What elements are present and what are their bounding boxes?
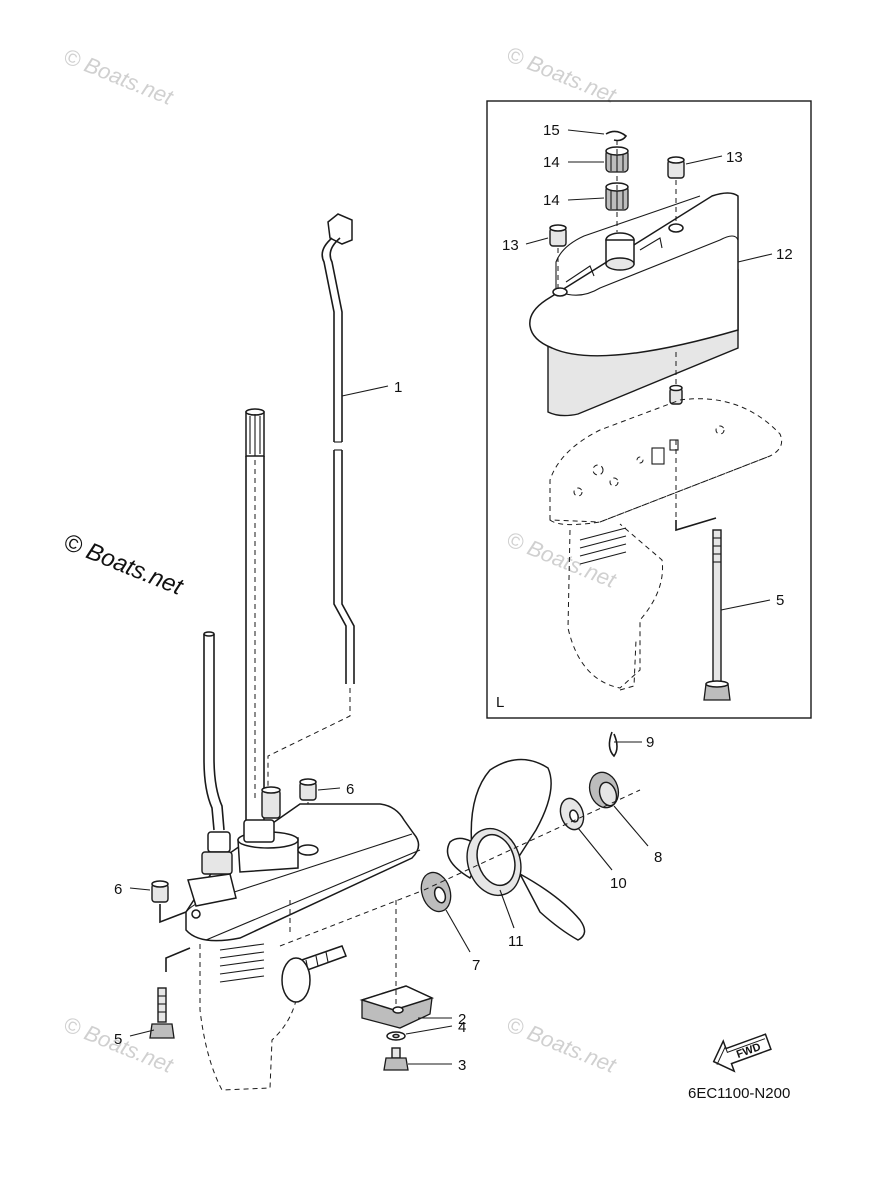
callout-8: 8 bbox=[654, 849, 662, 866]
watermark-center-left: © Boats.net bbox=[60, 529, 188, 602]
callout-7: 7 bbox=[472, 957, 480, 974]
watermark-middle-right: © Boats.net bbox=[503, 526, 620, 593]
callout-1: 1 bbox=[394, 379, 402, 396]
water-tube bbox=[203, 631, 225, 831]
callout-5-long-bolt: 5 bbox=[776, 592, 784, 609]
inset-frame bbox=[486, 100, 812, 719]
washer-10 bbox=[559, 797, 585, 831]
callout-9: 9 bbox=[646, 734, 654, 751]
bolt-5-small bbox=[149, 947, 191, 1039]
collar-below-plate bbox=[669, 384, 683, 405]
callout-14-lower: 14 bbox=[543, 192, 560, 209]
watermark-top-right: © Boats.net bbox=[503, 41, 620, 108]
callout-10: 10 bbox=[610, 875, 627, 892]
casing-ribs bbox=[219, 943, 265, 983]
fwd-arrow-icon: FWD bbox=[712, 1033, 772, 1073]
callout-4: 4 bbox=[458, 1019, 466, 1036]
collar-13-left bbox=[549, 224, 567, 247]
collar-13-right bbox=[667, 156, 685, 179]
diagram-code: 6EC1100-N200 bbox=[688, 1085, 790, 1102]
callout-numbers: 1 2 3 4 5 5 6 6 7 8 9 10 11 12 13 13 14 … bbox=[114, 122, 793, 1074]
callout-15: 15 bbox=[543, 122, 560, 139]
callout-13-left: 13 bbox=[502, 237, 519, 254]
anti-cavitation-plate-12 bbox=[529, 192, 739, 417]
watermark-top-left: © Boats.net bbox=[60, 43, 177, 110]
callout-2: 2 bbox=[458, 1011, 466, 1028]
long-bolt-5 bbox=[703, 529, 731, 701]
collar-6-left bbox=[151, 880, 187, 924]
propeller-shaft bbox=[279, 889, 425, 1003]
drive-shaft bbox=[245, 408, 265, 820]
anode-2 bbox=[359, 900, 435, 1029]
callout-5-small-bolt: 5 bbox=[114, 1031, 122, 1048]
prop-nut-8 bbox=[588, 771, 620, 809]
lower-casing-ghost-inset bbox=[549, 398, 783, 691]
callout-6-left: 6 bbox=[114, 881, 122, 898]
inset-label: L bbox=[496, 694, 504, 711]
callout-13-right: 13 bbox=[726, 149, 743, 166]
thrust-washer-7 bbox=[420, 871, 452, 913]
shift-rod-1 bbox=[321, 213, 355, 684]
leader-shift-rod bbox=[267, 688, 351, 800]
circlip-15 bbox=[605, 130, 628, 142]
callout-12: 12 bbox=[776, 246, 793, 263]
callout-14-upper: 14 bbox=[543, 154, 560, 171]
lower-casing bbox=[185, 786, 421, 1091]
propeller-11 bbox=[446, 758, 586, 941]
cotter-pin-9 bbox=[608, 731, 618, 758]
bolt-3 bbox=[383, 1047, 409, 1071]
washer-4 bbox=[386, 1031, 406, 1041]
callout-3: 3 bbox=[458, 1057, 466, 1074]
inset-panel: L bbox=[486, 100, 812, 719]
callout-6-upper: 6 bbox=[346, 781, 354, 798]
callout-11: 11 bbox=[508, 933, 524, 950]
watermark-bottom-right: © Boats.net bbox=[503, 1011, 620, 1078]
callout-leaders bbox=[129, 129, 773, 1065]
prop-assembly-axis bbox=[423, 789, 641, 891]
